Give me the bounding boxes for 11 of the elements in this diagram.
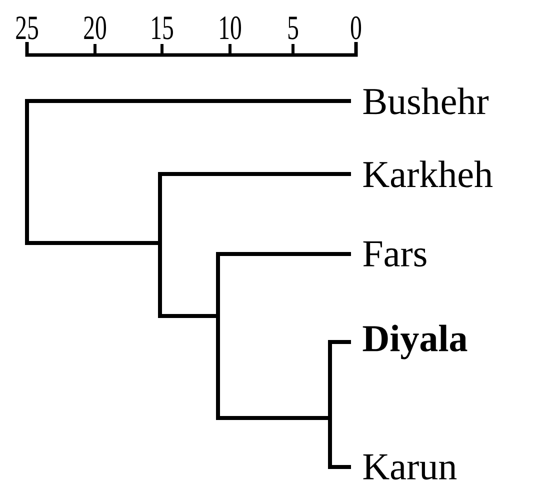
leaf-label: Fars <box>363 241 426 267</box>
scale-number: 0 <box>350 16 362 40</box>
scale-number: 25 <box>16 16 38 40</box>
scale-number: 10 <box>220 16 241 40</box>
scale-number: 15 <box>152 16 173 40</box>
scale-number: 20 <box>84 16 106 40</box>
scale-number: 5 <box>288 16 298 40</box>
leaf-label: Diyala <box>362 324 468 360</box>
leaf-label: Karun <box>363 454 457 480</box>
leaf-label: Karkheh <box>363 160 493 188</box>
leaf-label: Bushehr <box>363 88 489 114</box>
